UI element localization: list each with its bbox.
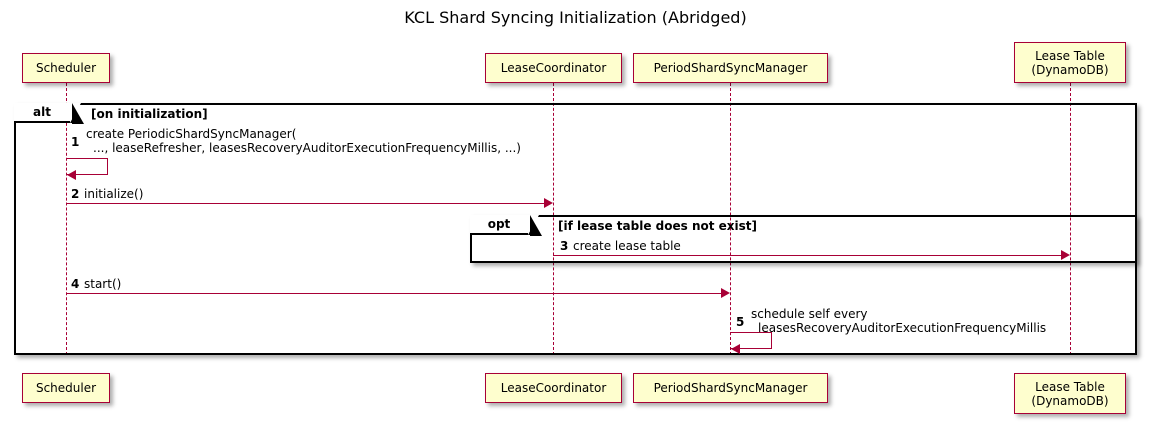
message-label-text: schedule self every: [751, 307, 868, 321]
lifeline-scheduler: [66, 83, 67, 355]
participant-label: PeriodShardSyncManager: [653, 61, 808, 75]
message-1-self-loop: [66, 158, 108, 175]
participant-label: Scheduler: [35, 381, 97, 395]
participant-label-line2: (DynamoDB): [1031, 62, 1109, 77]
message-4-line: [66, 293, 722, 294]
fragment-operator-text: opt: [487, 217, 511, 231]
message-5-label-line1: schedule self every: [751, 307, 868, 321]
fragment-alt-guard: [on initialization]: [91, 107, 208, 121]
message-number-text: 3: [560, 239, 569, 253]
participant-leasecoordinator-bottom[interactable]: LeaseCoordinator: [485, 373, 622, 403]
message-2-label: initialize(): [84, 187, 143, 201]
message-1-arrowhead: [67, 170, 76, 180]
message-number-text: 1: [71, 135, 80, 149]
message-1-label-line1: create PeriodicShardSyncManager(: [86, 127, 296, 141]
message-2-number: 2: [71, 187, 79, 201]
participant-scheduler-bottom[interactable]: Scheduler: [22, 373, 110, 403]
fragment-alt-operator-label: alt: [14, 103, 81, 123]
message-number-text: 4: [71, 277, 80, 291]
fragment-guard-text: [if lease table does not exist]: [558, 219, 758, 233]
message-label-text: leasesRecoveryAuditorExecutionFrequencyM…: [758, 321, 1047, 335]
fragment-opt: [470, 215, 1137, 263]
message-label-text: create lease table: [573, 239, 681, 253]
participant-label-line1: Lease Table: [1035, 48, 1105, 63]
fragment-opt-corner-fold: [530, 215, 542, 236]
participant-leasecoordinator-top[interactable]: LeaseCoordinator: [485, 53, 622, 83]
message-3-line: [553, 255, 1062, 256]
participant-periodshardsyncmanager-bottom[interactable]: PeriodShardSyncManager: [633, 373, 828, 403]
fragment-opt-guard: [if lease table does not exist]: [558, 219, 757, 233]
message-label-text: initialize(): [84, 187, 144, 201]
lifeline-leasecoordinator: [553, 83, 554, 355]
message-label-text: ..., leaseRefresher, leasesRecoveryAudit…: [93, 141, 521, 155]
message-3-arrowhead: [1061, 250, 1070, 260]
message-4-label: start(): [84, 277, 121, 291]
message-3-number: 3: [560, 239, 568, 253]
message-1-label-line2: ..., leaseRefresher, leasesRecoveryAudit…: [93, 141, 521, 155]
participant-label: LeaseCoordinator: [500, 381, 607, 395]
participant-label: LeaseCoordinator: [500, 61, 607, 75]
message-4-number: 4: [71, 277, 79, 291]
fragment-operator-text: alt: [33, 105, 51, 119]
participant-periodshardsyncmanager-top[interactable]: PeriodShardSyncManager: [633, 53, 828, 83]
message-number-text: 2: [71, 187, 80, 201]
message-2-arrowhead: [544, 198, 553, 208]
message-1-number: 1: [71, 135, 79, 149]
message-label-text: start(): [84, 277, 122, 291]
diagram-title: KCL Shard Syncing Initialization (Abridg…: [404, 8, 747, 27]
participant-leasetable-bottom[interactable]: Lease Table (DynamoDB): [1014, 373, 1126, 414]
participant-leasetable-top[interactable]: Lease Table (DynamoDB): [1014, 42, 1126, 83]
message-5-self-loop: [730, 332, 772, 349]
lifeline-periodshardsyncmanager: [730, 83, 731, 355]
message-2-line: [66, 203, 545, 204]
message-label-text: create PeriodicShardSyncManager(: [86, 127, 297, 141]
participant-label: Scheduler: [35, 61, 97, 75]
message-5-number: 5: [736, 315, 744, 329]
fragment-alt-corner-fold: [72, 103, 84, 124]
participant-label-line1: Lease Table: [1035, 379, 1105, 394]
message-4-arrowhead: [721, 288, 730, 298]
participant-label: PeriodShardSyncManager: [653, 381, 808, 395]
message-5-arrowhead: [731, 344, 740, 354]
fragment-opt-operator-label: opt: [470, 215, 539, 235]
lifeline-leasetable: [1070, 83, 1071, 355]
message-3-label: create lease table: [573, 239, 681, 253]
fragment-guard-text: [on initialization]: [91, 107, 208, 121]
message-5-label-line2: leasesRecoveryAuditorExecutionFrequencyM…: [758, 321, 1046, 335]
message-number-text: 5: [736, 315, 745, 329]
participant-scheduler-top[interactable]: Scheduler: [22, 53, 110, 83]
participant-label-line2: (DynamoDB): [1031, 393, 1109, 408]
